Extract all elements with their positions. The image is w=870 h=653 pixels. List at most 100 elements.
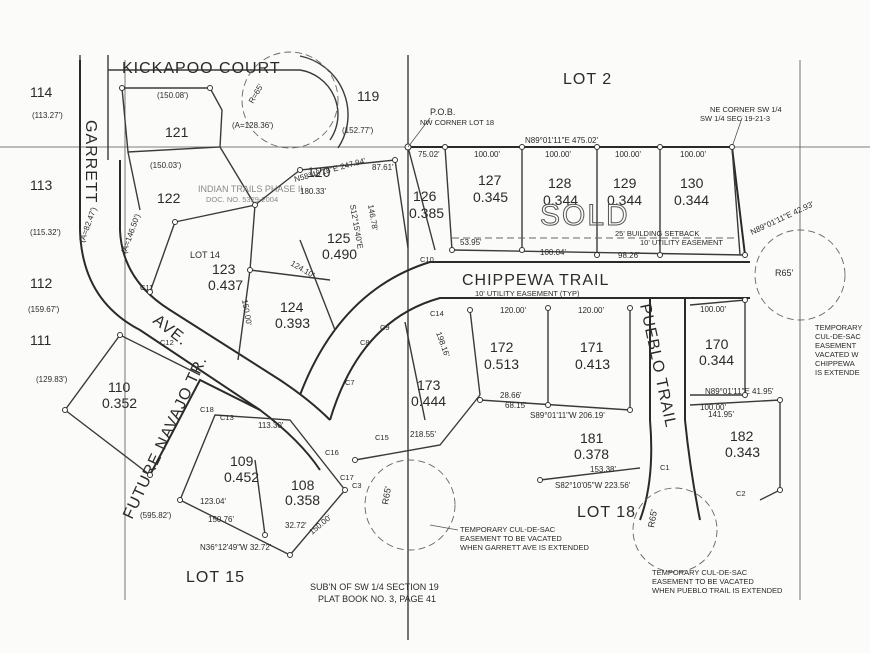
dim-120-00-a: 120.00' xyxy=(500,306,526,315)
pueblo-trail: PUEBLO TRAIL xyxy=(636,298,701,521)
temp-cds-1-line1: TEMPORARY CUL-DE-SAC xyxy=(460,525,556,534)
street-label-garrett: GARRETT xyxy=(82,120,99,203)
lot-area-172: 0.513 xyxy=(484,356,519,372)
temp-cds-3-line2: CUL-DE-SAC xyxy=(815,332,861,341)
lot-area-109: 0.452 xyxy=(224,469,259,485)
temp-cds-2-line2: EASEMENT TO BE VACATED xyxy=(652,577,754,586)
dim-100-c: 100.00' xyxy=(615,150,641,159)
bearing-223-56: S82°10'05"W 223.56' xyxy=(555,481,631,490)
phase-two-lots: 121 122 119 120 INDIAN TRAILS PHASE II D… xyxy=(121,87,380,211)
lot-number-124: 124 xyxy=(280,299,304,315)
temporary-cul-de-sacs: R65' R65' R65' R=65' TEMPORARY CUL-DE-SA… xyxy=(241,51,862,595)
lot-area-173: 0.444 xyxy=(411,393,446,409)
lot-14-label: LOT 14 xyxy=(190,250,220,260)
lot-15-label: LOT 15 xyxy=(186,569,245,586)
dim-32-72: 32.72' xyxy=(285,521,307,530)
lot-number-109: 109 xyxy=(230,453,254,469)
curve-labels: C1 C2 C3 C7 C8 C9 C10 C11 C12 C13 C14 C1… xyxy=(140,255,746,498)
arc-146-50: (A=146.50') xyxy=(119,212,142,254)
lot-number-125: 125 xyxy=(327,230,351,246)
lot-area-128: 0.344 xyxy=(543,192,578,208)
chippewa-trail: CHIPPEWA TRAIL 10' UTILITY EASEMENT (TYP… xyxy=(299,261,750,421)
dim-595-82: (595.82') xyxy=(140,511,172,520)
ne-corner-line2: SW 1/4 SEC 19-21-3 xyxy=(700,114,770,123)
dim-153-38: 153.38' xyxy=(590,465,616,474)
street-label-pueblo: PUEBLO TRAIL xyxy=(636,302,679,429)
radius-1: R65' xyxy=(380,485,393,505)
radius-2: R65' xyxy=(646,508,659,528)
dim-113-30: 113.30' xyxy=(258,421,284,430)
lot-number-173: 173 xyxy=(417,377,441,393)
bearing-129-83: (129.83') xyxy=(36,375,68,384)
lot-area-126: 0.385 xyxy=(409,205,444,221)
dim-100-04: 100.04' xyxy=(540,248,566,257)
dim-100-f: 100.00' xyxy=(700,403,726,412)
temp-cds-2-line1: TEMPORARY CUL-DE-SAC xyxy=(652,568,748,577)
dim-98-26: 98.26' xyxy=(618,251,640,260)
bearing-113-27: (113.27') xyxy=(32,111,63,120)
curve-c3: C3 xyxy=(352,481,362,490)
lot-area-127: 0.345 xyxy=(473,189,508,205)
curve-c14: C14 xyxy=(430,309,444,318)
dim-180-33: 180.33' xyxy=(300,187,326,196)
lot-area-108: 0.358 xyxy=(285,492,320,508)
ne-corner-marker: NE CORNER SW 1/4 SW 1/4 SEC 19-21-3 xyxy=(700,105,782,148)
lot-number-121: 121 xyxy=(165,124,189,140)
curve-c15: C15 xyxy=(375,433,389,442)
dim-146-78: 146.78' xyxy=(366,204,379,232)
lot-number-111: 111 xyxy=(30,332,51,348)
caption-line1: SUB'N OF SW 1/4 SECTION 19 xyxy=(310,582,439,592)
curve-c17: C17 xyxy=(340,473,354,482)
lot-area-124: 0.393 xyxy=(275,315,310,331)
adjacent-labels: LOT 2 LOT 18 LOT 15 SUB'N OF SW 1/4 SECT… xyxy=(186,71,635,604)
lot-number-110: 110 xyxy=(108,379,131,395)
dim-141-95: 141.95' xyxy=(708,410,734,419)
dim-218-55: 218.55' xyxy=(410,430,436,439)
lot-number-171: 171 xyxy=(580,339,604,355)
lot-number-122: 122 xyxy=(157,190,181,206)
bearing-41-95: N89°01'11"E 41.95' xyxy=(705,387,774,396)
pob-marker: P.O.B. NW CORNER LOT 18 xyxy=(404,107,494,151)
section-lines xyxy=(0,55,870,640)
dim-198-16: 198.16' xyxy=(434,331,452,359)
bearing-150-08: (150.08') xyxy=(157,91,189,100)
dim-123-04: 123.04' xyxy=(200,497,226,506)
lot-number-128: 128 xyxy=(548,175,572,191)
lot-area-110: 0.352 xyxy=(102,395,137,411)
lot-number-112: 112 xyxy=(30,275,53,291)
curve-c13: C13 xyxy=(220,413,234,422)
bearing-152-77: (152.77') xyxy=(342,126,374,135)
temp-cds-3-line4: VACATED W xyxy=(815,350,859,359)
curve-c18: C18 xyxy=(200,405,214,414)
street-label-chippewa: CHIPPEWA TRAIL xyxy=(462,272,609,289)
radius-4: R=65' xyxy=(247,82,265,105)
curve-c9: C9 xyxy=(380,323,390,332)
survey-pins xyxy=(62,85,783,558)
bearing-206-19: S89°01'11"W 206.19' xyxy=(530,411,605,420)
bearing-12-15: S12°15'40"E xyxy=(348,204,365,250)
lot-number-129: 129 xyxy=(613,175,637,191)
bearing-42-93: N89°01'11"E 42.93' xyxy=(749,199,815,236)
lot-number-182: 182 xyxy=(730,428,754,444)
lot-area-123: 0.437 xyxy=(208,277,243,293)
dim-28-66: 28.66' xyxy=(500,391,522,400)
lot-number-126: 126 xyxy=(413,188,437,204)
util-easement-note: 10' UTILITY EASEMENT xyxy=(640,238,723,247)
bearing-north-line: N89°01'11"E 475.02' xyxy=(525,136,598,145)
lot-number-123: 123 xyxy=(212,261,236,277)
bldg-setback-note: 25' BUILDING SETBACK xyxy=(615,229,699,238)
lot-area-129: 0.344 xyxy=(607,192,642,208)
curve-c7: C7 xyxy=(345,378,355,387)
arc-128-26: (A=128.36') xyxy=(232,121,274,130)
southwest-lots: 110 0.352 109 0.452 108 0.358 FUTURE NAV… xyxy=(64,334,346,556)
street-label-navajo: FUTURE NAVAJO TR. xyxy=(120,353,211,521)
dim-150-00: 150.00' xyxy=(240,299,253,327)
lot-number-170: 170 xyxy=(705,336,729,352)
curve-c10: C10 xyxy=(420,255,434,264)
temp-cds-3-line1: TEMPORARY xyxy=(815,323,862,332)
temp-cds-3-line6: IS EXTENDE xyxy=(815,368,860,377)
sold-stamp: SOLD xyxy=(540,199,630,232)
curve-c8: C8 xyxy=(360,338,370,347)
bearing-75-02: 75.02' xyxy=(418,150,440,159)
